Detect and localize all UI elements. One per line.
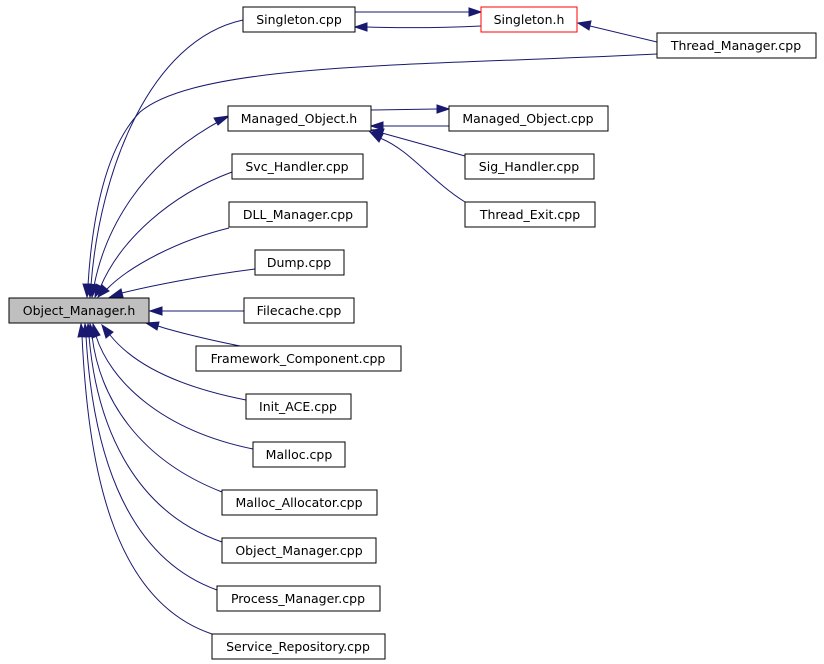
edge-svc-handler-to-object-manager-h [99, 171, 233, 289]
node-filecache-cpp[interactable]: Filecache.cpp [243, 297, 355, 324]
svg-text:Thread_Manager.cpp: Thread_Manager.cpp [670, 38, 801, 53]
node-framework-component-cpp[interactable]: Framework_Component.cpp [195, 345, 402, 372]
svg-text:Framework_Component.cpp: Framework_Component.cpp [211, 351, 386, 366]
edge-singleton-h-to-singleton-cpp [366, 25, 482, 29]
edge-thread-manager-to-object-manager-h [87, 53, 658, 286]
svg-text:Managed_Object.cpp: Managed_Object.cpp [462, 111, 593, 126]
svg-text:Thread_Exit.cpp: Thread_Exit.cpp [479, 207, 580, 222]
edge-thread-exit-to-managed-object-h [379, 137, 466, 203]
arrowhead-om-7 [148, 306, 163, 316]
svg-text:Process_Manager.cpp: Process_Manager.cpp [231, 591, 365, 606]
svg-text:Managed_Object.h: Managed_Object.h [241, 111, 357, 126]
svg-text:Singleton.cpp: Singleton.cpp [256, 12, 342, 27]
node-singleton-h[interactable]: Singleton.h [480, 6, 578, 33]
node-managed-object-cpp[interactable]: Managed_Object.cpp [448, 105, 609, 132]
nodes: Object_Manager.h Singleton.cpp Singleton… [8, 6, 817, 660]
svg-text:Svc_Handler.cpp: Svc_Handler.cpp [245, 159, 348, 174]
arrowhead-om-6 [108, 288, 124, 298]
arrowhead-singleton-cpp [353, 22, 368, 32]
arrowhead-om-5 [97, 284, 110, 299]
arrowhead-om-9 [101, 323, 114, 339]
arrowhead-managed-object-h-1 [369, 121, 384, 131]
edge-service-repository-to-object-manager-h [81, 335, 213, 635]
svg-text:Sig_Handler.cpp: Sig_Handler.cpp [479, 159, 579, 174]
node-service-repository-cpp[interactable]: Service_Repository.cpp [211, 633, 386, 660]
svg-text:Object_Manager.cpp: Object_Manager.cpp [235, 543, 362, 558]
node-dll-manager-cpp[interactable]: DLL_Manager.cpp [228, 201, 368, 228]
edge-dll-manager-to-object-manager-h [105, 227, 230, 291]
edge-process-manager-to-object-manager-h [85, 335, 218, 591]
edge-framework-component-to-object-manager-h [157, 325, 241, 347]
edge-dump-to-object-manager-h [121, 268, 256, 294]
node-thread-manager-cpp[interactable]: Thread_Manager.cpp [656, 32, 817, 59]
arrowhead-om-8 [144, 321, 160, 331]
svg-text:Malloc.cpp: Malloc.cpp [266, 447, 333, 462]
node-dump-cpp[interactable]: Dump.cpp [254, 249, 345, 276]
svg-text:Object_Manager.h: Object_Manager.h [23, 303, 136, 318]
edge-managed-object-h-to-managed-object-cpp [370, 108, 438, 111]
node-process-manager-cpp[interactable]: Process_Manager.cpp [216, 585, 381, 612]
edge-managed-object-h-to-object-manager-h [93, 121, 219, 287]
node-object-manager-cpp[interactable]: Object_Manager.cpp [221, 537, 377, 564]
arrowhead-managed-object-cpp [436, 104, 451, 114]
node-sig-handler-cpp[interactable]: Sig_Handler.cpp [464, 153, 595, 180]
arrowhead-om-14 [77, 322, 87, 338]
edge-malloc-to-object-manager-h [95, 335, 254, 450]
svg-text:Malloc_Allocator.cpp: Malloc_Allocator.cpp [235, 495, 362, 510]
arrowhead-managed-object-h-out [213, 115, 231, 126]
node-svc-handler-cpp[interactable]: Svc_Handler.cpp [231, 153, 364, 180]
edge-thread-manager-to-singleton-h [589, 25, 658, 43]
edge-malloc-allocator-to-object-manager-h [91, 335, 223, 493]
svg-text:DLL_Manager.cpp: DLL_Manager.cpp [243, 207, 353, 222]
node-singleton-cpp[interactable]: Singleton.cpp [242, 6, 356, 33]
arrowhead-managed-object-h-3 [368, 131, 384, 143]
node-object-manager-h[interactable]: Object_Manager.h [8, 297, 150, 324]
svg-text:Singleton.h: Singleton.h [494, 12, 565, 27]
arrowhead-singleton-h [468, 7, 483, 17]
edge-sig-handler-to-managed-object-h [381, 132, 466, 157]
node-malloc-cpp[interactable]: Malloc.cpp [252, 441, 346, 468]
edges [77, 7, 658, 635]
edge-init-ace-to-object-manager-h [109, 334, 247, 401]
node-thread-exit-cpp[interactable]: Thread_Exit.cpp [464, 201, 596, 228]
node-managed-object-h[interactable]: Managed_Object.h [227, 105, 372, 132]
svg-text:Dump.cpp: Dump.cpp [267, 255, 331, 270]
node-malloc-allocator-cpp[interactable]: Malloc_Allocator.cpp [221, 489, 378, 516]
edge-object-manager-cpp-to-object-manager-h [88, 335, 223, 543]
svg-text:Filecache.cpp: Filecache.cpp [257, 303, 342, 318]
svg-text:Service_Repository.cpp: Service_Repository.cpp [226, 639, 370, 654]
svg-text:Init_ACE.cpp: Init_ACE.cpp [259, 399, 337, 414]
node-init-ace-cpp[interactable]: Init_ACE.cpp [245, 393, 352, 420]
arrowhead-singleton-h-2 [576, 20, 592, 31]
